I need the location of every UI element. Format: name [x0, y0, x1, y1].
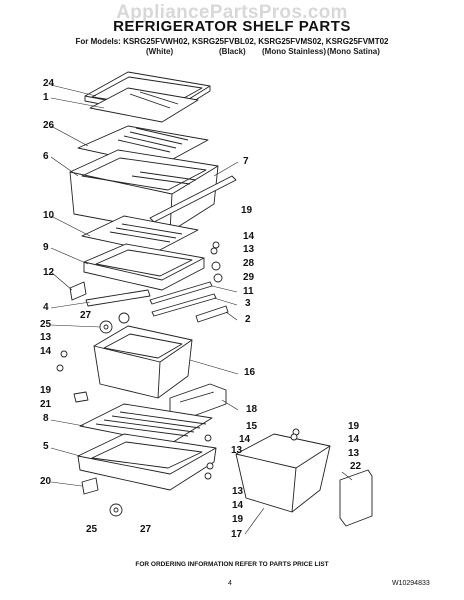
callout-10: 10 — [43, 210, 55, 221]
callout-27-upper: 27 — [80, 310, 92, 321]
variant-white: (White) — [146, 47, 174, 56]
callout-13-lower: 13 — [232, 486, 244, 497]
callout-15: 15 — [246, 421, 258, 432]
part-10-cover — [81, 215, 199, 253]
part-fasteners-right-upper — [210, 241, 223, 283]
part-4-support — [85, 289, 151, 307]
page-title: REFRIGERATOR SHELF PARTS — [113, 18, 351, 35]
callout-6: 6 — [43, 151, 49, 162]
callout-17: 17 — [231, 529, 243, 540]
color-variants: (White) (Black) (Mono Stainless) (Mono S… — [0, 47, 464, 59]
callout-16: 16 — [244, 367, 256, 378]
callout-8: 8 — [43, 413, 49, 424]
callout-14-left: 14 — [40, 346, 52, 357]
callout-12: 12 — [43, 267, 55, 278]
document-number: W10294833 — [392, 580, 430, 587]
part-20-clip — [81, 477, 99, 495]
callout-7: 7 — [243, 156, 249, 167]
callout-2: 2 — [245, 314, 251, 325]
callout-3: 3 — [245, 298, 251, 309]
part-12-bracket — [69, 281, 87, 301]
callout-19-right: 19 — [348, 421, 360, 432]
page-number: 4 — [228, 580, 232, 587]
callout-26: 26 — [43, 120, 55, 131]
part-27-roller — [118, 312, 130, 324]
part-fasteners-right-lower — [56, 350, 300, 480]
callout-25-upper: 25 — [40, 319, 52, 330]
callout-14-lower: 14 — [232, 500, 244, 511]
callout-14-right: 14 — [348, 434, 360, 445]
callout-19-lower: 19 — [232, 514, 244, 525]
watermark: AppliancePartsPros.com — [116, 2, 348, 23]
part-5-frame — [77, 433, 217, 491]
part-7-rail — [149, 175, 237, 223]
callout-18: 18 — [246, 404, 258, 415]
variant-mono-stainless: (Mono Stainless) — [262, 47, 327, 56]
callout-1: 1 — [43, 92, 49, 103]
callout-13-left: 13 — [40, 332, 52, 343]
part-1-glass — [89, 87, 199, 123]
callout-21: 21 — [40, 399, 52, 410]
part-9-frame — [83, 243, 205, 291]
variant-mono-satina: (Mono Satina) — [327, 47, 380, 56]
model-list: For Models: KSRG25FVWH02, KSRG25FVBL02, … — [75, 37, 389, 46]
leader-lines — [50, 84, 353, 535]
part-3-support — [151, 293, 217, 317]
callout-29: 29 — [243, 272, 255, 283]
part-21-clip — [73, 391, 89, 403]
callout-20: 20 — [40, 476, 52, 487]
callout-24: 24 — [43, 78, 55, 89]
callout-11: 11 — [243, 286, 254, 297]
callout-13-upper: 13 — [243, 244, 255, 255]
callout-22: 22 — [350, 461, 362, 472]
part-8-glass-shelf — [79, 403, 213, 445]
callout-27-lower: 27 — [140, 524, 152, 535]
part-2-slide — [195, 305, 229, 323]
callout-19-upper: 19 — [241, 205, 253, 216]
callout-19-left: 19 — [40, 385, 52, 396]
part-25-roller — [99, 320, 113, 334]
callout-13-mid: 13 — [231, 445, 243, 456]
variant-black: (Black) — [219, 47, 246, 56]
part-16-crisper-drawer — [93, 325, 193, 399]
callout-9: 9 — [43, 242, 49, 253]
callout-28: 28 — [243, 258, 255, 269]
callout-14-mid: 14 — [239, 434, 251, 445]
callout-5: 5 — [43, 441, 49, 452]
part-25-roller-lower — [109, 503, 123, 517]
callout-13-right: 13 — [348, 448, 360, 459]
callout-14-upper: 14 — [243, 231, 255, 242]
part-17-drawer — [235, 433, 331, 513]
part-22-drawer-front — [339, 469, 373, 527]
ordering-note: FOR ORDERING INFORMATION REFER TO PARTS … — [135, 561, 329, 568]
callout-4: 4 — [43, 302, 49, 313]
callout-25-lower: 25 — [86, 524, 98, 535]
